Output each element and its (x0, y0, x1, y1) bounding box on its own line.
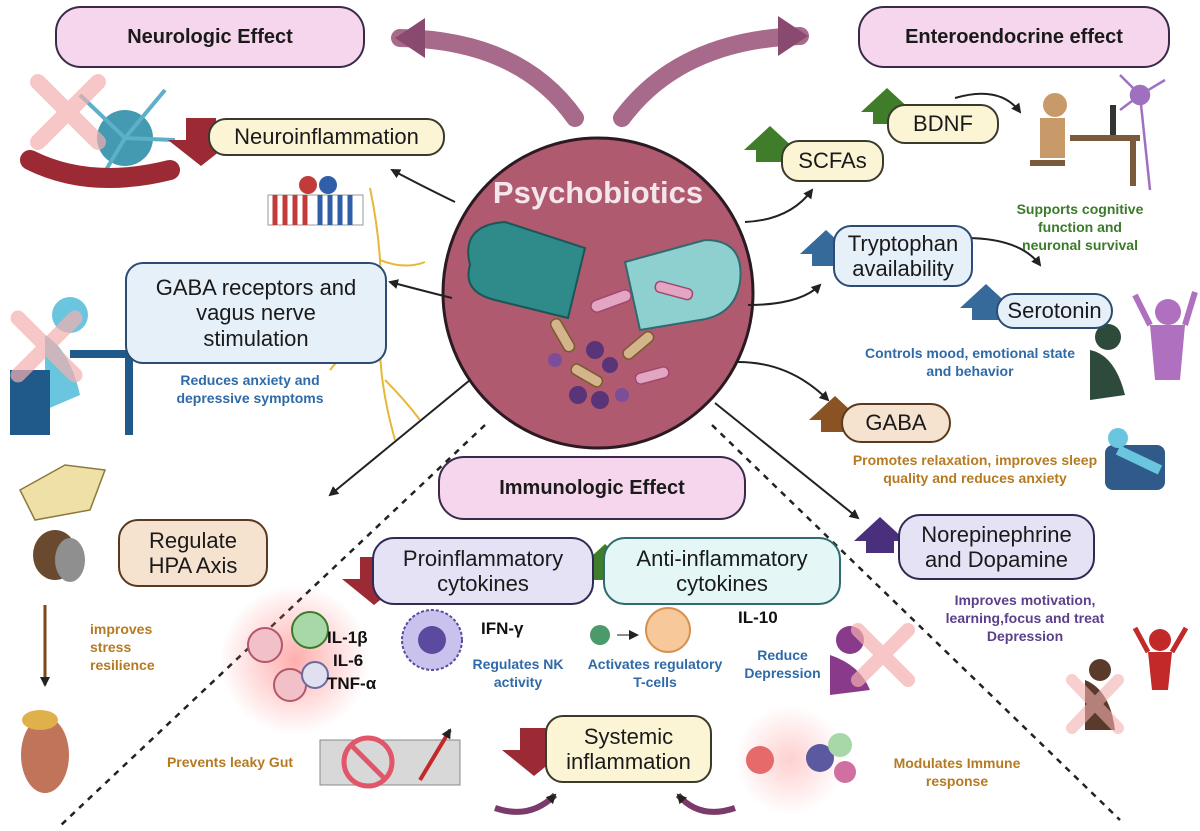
neurologic-effect-header: Neurologic Effect (55, 6, 365, 68)
immune-response-icon (746, 733, 856, 783)
leaky-gut-icon (319, 728, 461, 789)
cross-icon-person (10, 310, 83, 383)
down-arrow-neuroinflammation (168, 118, 234, 166)
nk-cell-icon (401, 609, 463, 671)
working-person-icon (1030, 93, 1140, 186)
mood-caption: Controls mood, emotional state and behav… (864, 345, 1075, 380)
arrow-to-enteroendocrine (613, 27, 809, 127)
nk-activity-caption: Regulates NK activity (472, 656, 564, 691)
il6-label: IL-6 (333, 651, 364, 670)
arrow-to-neurologic (391, 29, 584, 127)
gaba-receptors-box: GABA receptors and vagus nerve stimulati… (125, 262, 387, 364)
right-dashed-divider (711, 424, 1121, 821)
hpa-axis-box: Regulate HPA Axis (118, 519, 268, 587)
immunologic-effect-header: Immunologic Effect (438, 456, 746, 520)
gaba-box: GABA (841, 403, 951, 443)
tryptophan-box: Tryptophan availability (833, 225, 973, 287)
bacteria-icon (548, 280, 694, 409)
systemic-inflammation-box: Systemic inflammation (545, 715, 712, 783)
ifng-label: IFN-γ (481, 619, 524, 638)
reduce-depression-caption: Reduce Depression (744, 647, 821, 682)
hypothalamus-icon (19, 464, 107, 582)
neuroinflammation-box: Neuroinflammation (208, 118, 445, 156)
treg-caption: Activates regulatory T-cells (587, 656, 723, 691)
stress-resilience-caption: improves stress resilience (90, 621, 155, 674)
adrenal-kidney-icon (21, 710, 69, 793)
bdnf-box: BDNF (887, 104, 999, 144)
il10-label: IL-10 (738, 608, 778, 627)
tnfa-label: TNF-α (327, 674, 377, 693)
up-arrow-norepinephrine (854, 517, 906, 553)
scfas-box: SCFAs (781, 140, 884, 182)
sad-person-icon (1090, 324, 1125, 400)
treg-cell-icon (590, 607, 691, 653)
enteroendocrine-effect-header: Enteroendocrine effect (858, 6, 1170, 68)
neuron-purple-icon (1119, 74, 1166, 191)
antiinflammatory-box: Anti-inflammatory cytokines (603, 537, 841, 605)
leaky-gut-caption: Prevents leaky Gut (166, 754, 294, 770)
gaba-receptors-caption: Reduces anxiety and depressive symptoms (176, 372, 324, 407)
il1b-label: IL-1β (327, 628, 368, 647)
cross-icon-neuron (30, 74, 106, 150)
cross-icon-depression (851, 623, 915, 687)
relaxation-caption: Promotes relaxation, improves sleep qual… (852, 452, 1098, 487)
motivation-caption: Improves motivation, learning,focus and … (945, 592, 1105, 645)
cross-icon-sad (1066, 674, 1124, 734)
immune-cells-icon (247, 611, 329, 702)
psychobiotics-title: Psychobiotics (492, 175, 704, 210)
celebrating-person-icon (1132, 626, 1189, 690)
neuron-icon (20, 88, 180, 188)
proinflammatory-box: Proinflammatory cytokines (372, 537, 594, 605)
norepinephrine-box: Norepinephrine and Dopamine (898, 514, 1095, 580)
cognitive-function-caption: Supports cognitive function and neuronal… (1016, 201, 1144, 254)
psychobiotics-circle (441, 136, 755, 450)
down-arrow-systemic (502, 728, 566, 776)
capsule-icon (467, 220, 742, 332)
relaxing-person-icon (1105, 428, 1165, 490)
happy-person-icon (1132, 291, 1198, 380)
gaba-receptor-icon (267, 176, 364, 226)
serotonin-box: Serotonin (996, 293, 1113, 329)
immune-response-caption: Modulates Immune response (893, 755, 1021, 790)
